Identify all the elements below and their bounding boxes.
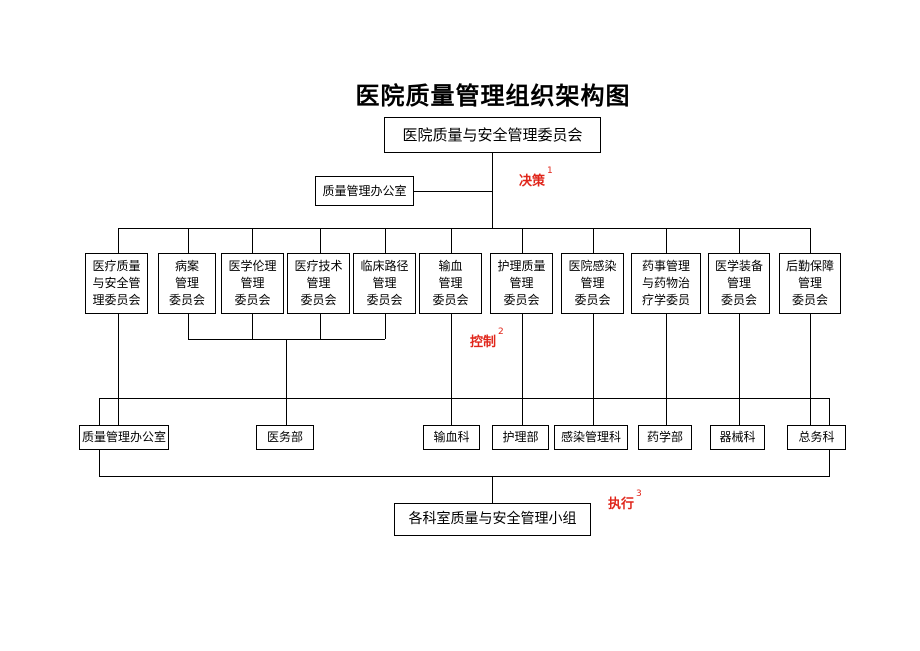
node-committee-medical-records: 病案 管理 委员会: [158, 253, 216, 314]
node-committee-infection-control: 医院感染 管理 委员会: [561, 253, 624, 314]
node-committee-logistics: 后勤保障 管理 委员会: [779, 253, 841, 314]
node-dept-nursing: 护理部: [492, 425, 549, 450]
node-dept-quality-office: 质量管理办公室: [79, 425, 169, 450]
node-dept-equipment: 器械科: [710, 425, 765, 450]
node-committee-pharmacy: 药事管理 与药物治 疗学委员: [631, 253, 701, 314]
node-committee-clinical-pathway: 临床路径 管理 委员会: [353, 253, 416, 314]
node-committee-medical-equipment: 医学装备 管理 委员会: [708, 253, 770, 314]
node-quality-office-top: 质量管理办公室: [315, 176, 414, 206]
node-hospital-quality-safety-committee: 医院质量与安全管理委员会: [384, 117, 601, 153]
node-dept-pharmacy: 药学部: [638, 425, 692, 450]
node-department-quality-groups: 各科室质量与安全管理小组: [394, 503, 591, 536]
node-committee-nursing-quality: 护理质量 管理 委员会: [490, 253, 553, 314]
chart-title: 医院质量管理组织架构图: [355, 82, 631, 110]
label-control: 控制2: [470, 327, 504, 350]
node-dept-general-affairs: 总务科: [787, 425, 846, 450]
node-committee-medical-ethics: 医学伦理 管理 委员会: [221, 253, 284, 314]
label-decision: 决策1: [519, 166, 553, 189]
node-dept-infection-control: 感染管理科: [554, 425, 628, 450]
node-dept-medical-affairs: 医务部: [256, 425, 314, 450]
node-committee-blood-transfusion: 输血 管理 委员会: [419, 253, 482, 314]
node-dept-blood-transfusion: 输血科: [423, 425, 480, 450]
node-committee-medical-technology: 医疗技术 管理 委员会: [287, 253, 350, 314]
label-execute: 执行3: [608, 489, 642, 512]
node-committee-medical-quality: 医疗质量 与安全管 理委员会: [85, 253, 148, 314]
